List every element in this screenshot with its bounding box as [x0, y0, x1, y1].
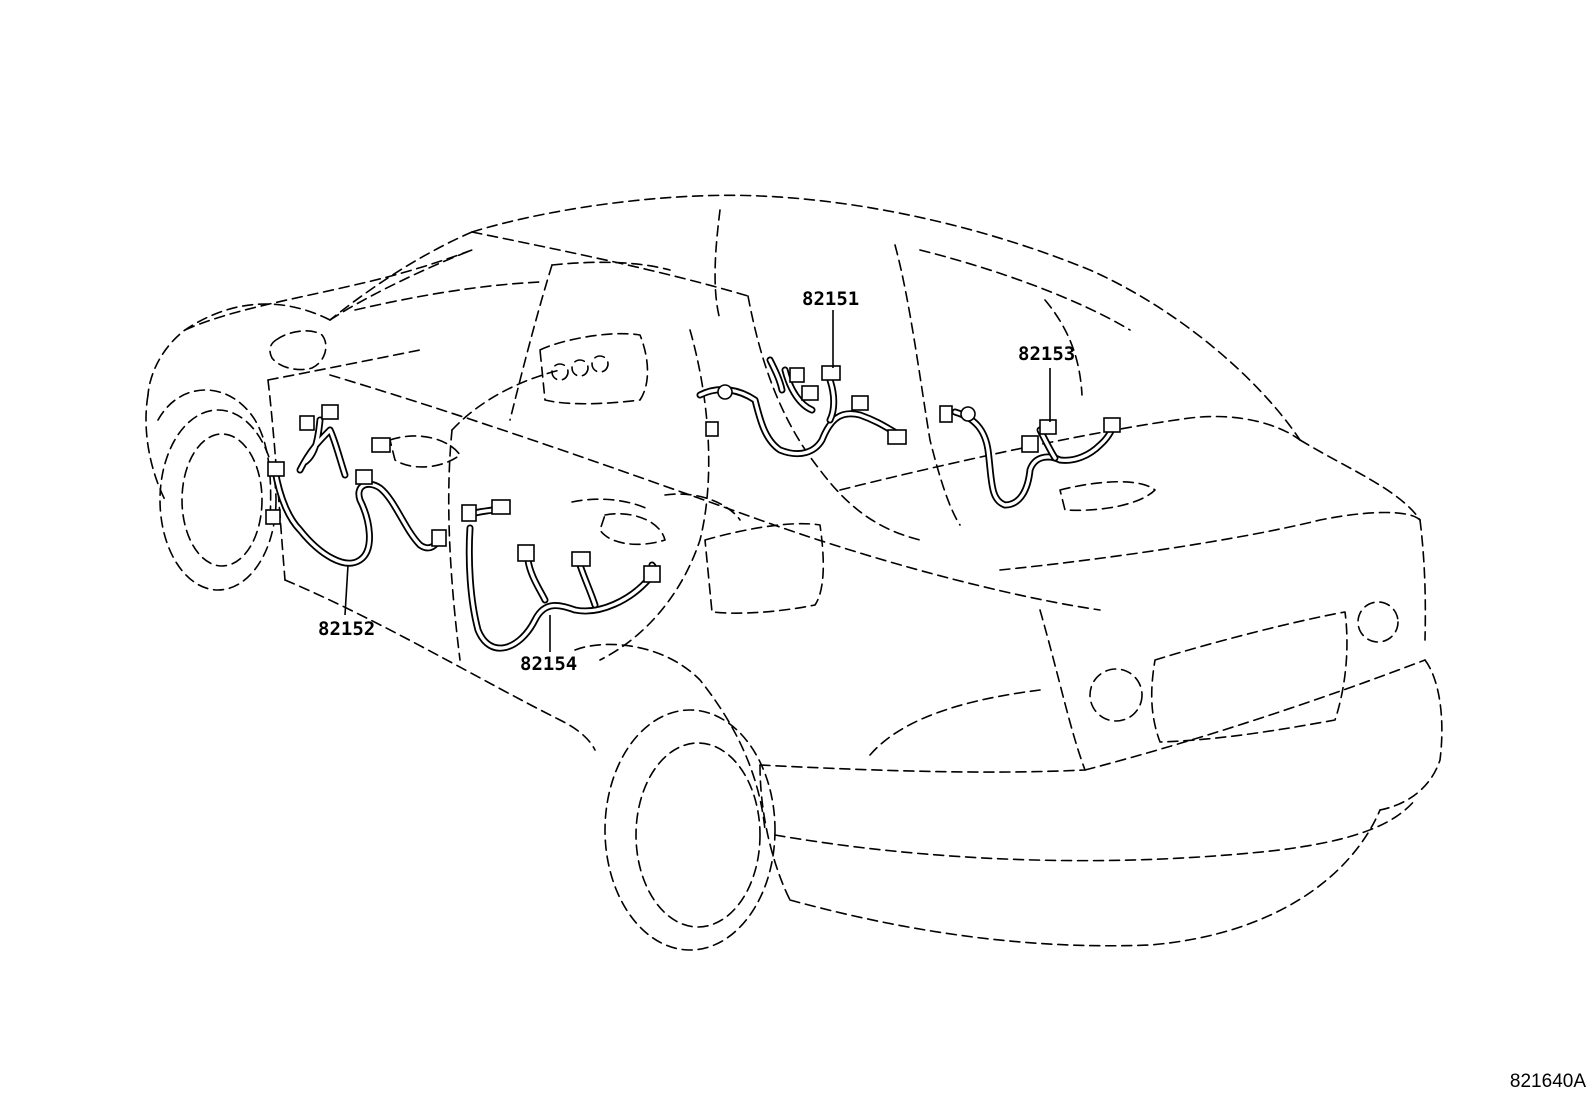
harness-82151: 82151: [696, 288, 907, 458]
grommet-icon: [717, 384, 733, 400]
connector-icon: [851, 395, 869, 411]
connector-icon: [267, 461, 285, 477]
harness-82153: 82153: [939, 343, 1121, 509]
connector-icon: [491, 499, 511, 515]
harness-82154: 82154: [461, 499, 661, 675]
connector-icon: [1039, 419, 1057, 435]
connector-icon: [355, 469, 373, 485]
connector-icon: [1103, 417, 1121, 433]
connector-icon: [705, 421, 719, 437]
connector-icon: [887, 429, 907, 445]
connector-icon: [939, 405, 953, 423]
connector-icon: [821, 365, 841, 381]
harness-82152: 82152: [265, 404, 447, 640]
car-body-outline: [145, 194, 1443, 951]
connector-icon: [371, 437, 391, 453]
connector-icon: [789, 367, 805, 383]
grommet-icon: [960, 406, 976, 422]
connector-icon: [643, 565, 661, 583]
connector-icon: [431, 529, 447, 547]
diagram-reference-code: 821640A: [1509, 1071, 1586, 1092]
part-number-82154: 82154: [520, 653, 577, 675]
part-number-82152: 82152: [318, 618, 375, 640]
connector-icon: [571, 551, 591, 567]
connector-icon: [517, 544, 535, 562]
connector-icon: [801, 385, 819, 401]
part-number-82153: 82153: [1018, 343, 1075, 365]
connector-icon: [321, 404, 339, 420]
connector-icon: [1021, 435, 1039, 453]
part-number-82151: 82151: [802, 288, 859, 310]
connector-icon: [461, 504, 477, 522]
connector-icon: [265, 509, 281, 525]
connector-icon: [299, 415, 315, 431]
